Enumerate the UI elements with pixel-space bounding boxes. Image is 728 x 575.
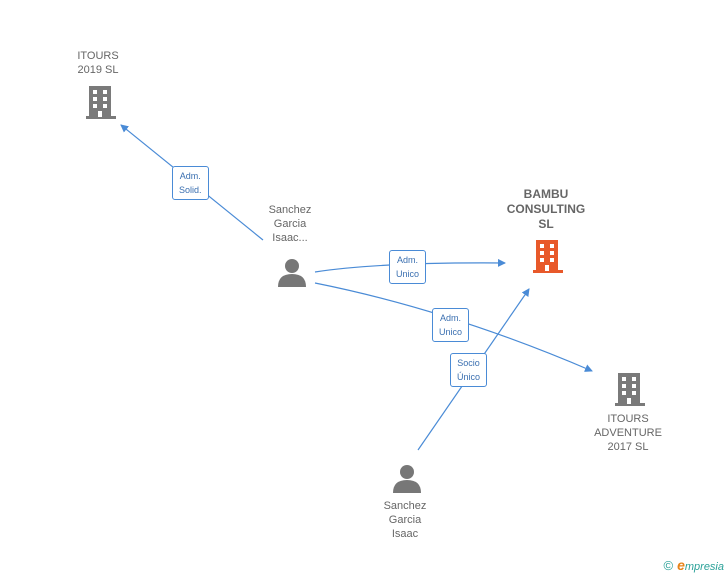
edge-label-socio-unico: Socio Único <box>450 353 488 387</box>
copyright-icon: © <box>663 557 674 573</box>
node-label-itours-2019[interactable]: ITOURS 2019 SL <box>77 50 119 76</box>
node-label-sanchez-garcia-isaac-2[interactable]: Sanchez Garcia Isaac <box>383 500 427 540</box>
person-icon[interactable] <box>393 465 421 493</box>
brand-logo-initial: e <box>677 557 685 573</box>
brand-logo-text: mpresia <box>684 561 724 573</box>
edge-label-adm-solid: Adm. Solid. <box>172 166 209 200</box>
edge-label-adm-unico: Adm. Unico <box>389 250 427 284</box>
building-icon[interactable] <box>86 86 116 119</box>
edge-label-adm-unico: Adm. Unico <box>432 308 470 342</box>
node-label-sanchez-garcia-isaac-1[interactable]: Sanchez Garcia Isaac... <box>268 204 312 244</box>
footer-brand: © empresia <box>663 557 724 573</box>
node-label-itours-adventure[interactable]: ITOURS ADVENTURE 2017 SL <box>594 413 662 453</box>
building-icon[interactable] <box>615 373 645 406</box>
building-icon-highlight[interactable] <box>533 240 563 273</box>
node-label-bambu-consulting[interactable]: BAMBU CONSULTING SL <box>506 187 586 231</box>
person-icon[interactable] <box>278 259 306 287</box>
